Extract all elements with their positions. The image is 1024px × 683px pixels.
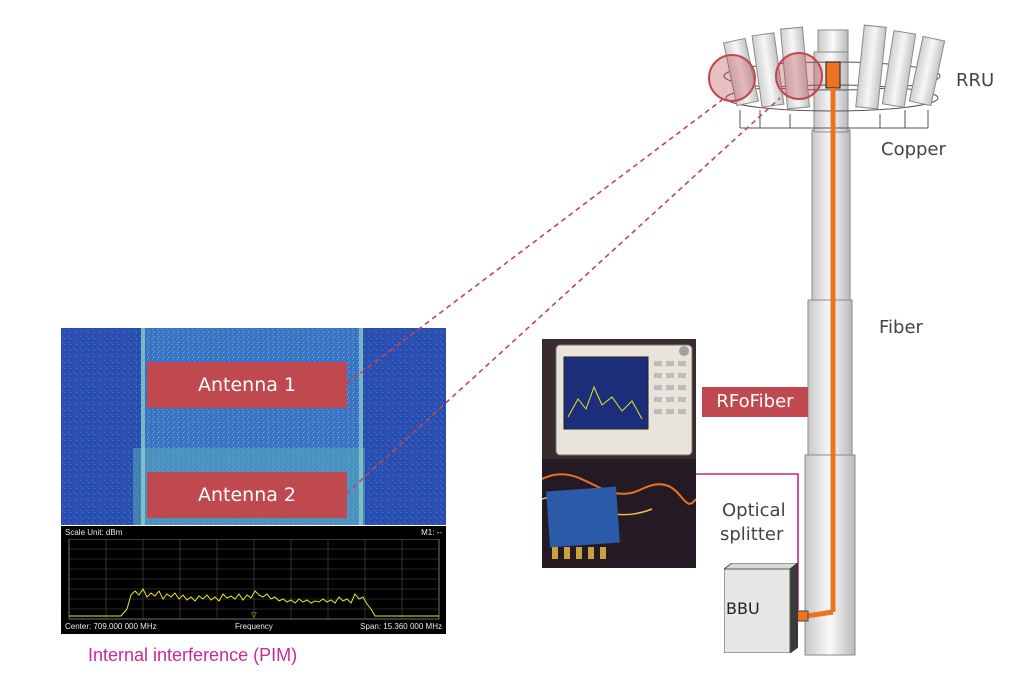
pim-caption: Internal interference (PIM) <box>88 645 298 665</box>
spectrum-trace-panel: Scale Unit: dBm M1: -- ▽ Center: 709.000… <box>61 526 446 634</box>
rru-label: RRU <box>956 70 995 91</box>
antenna-2-label: Antenna 2 <box>147 472 347 518</box>
optical-splitter-label-line2: splitter <box>720 524 784 545</box>
marker-readout: M1: -- <box>421 528 442 537</box>
span-label: Span: 15.360 000 MHz <box>360 622 442 631</box>
rru-unit <box>825 61 841 89</box>
rfofiber-label: RFoFiber <box>702 387 808 417</box>
bbu-unit <box>724 563 798 653</box>
copper-label: Copper <box>881 139 946 160</box>
fiber-label: Fiber <box>879 317 923 338</box>
fiber-cable-to-bbu <box>799 609 834 620</box>
spectrum-trace-line <box>69 588 439 617</box>
antenna-mount-frame <box>723 61 941 129</box>
rfofiber-analyzer-photo <box>542 339 696 568</box>
spectrum-trace-plot: ▽ <box>68 539 440 620</box>
antenna-panels <box>722 24 946 110</box>
pim-highlight-antenna-1 <box>708 54 756 102</box>
bbu-label: BBU <box>726 599 760 618</box>
antenna-1-label: Antenna 1 <box>147 362 347 408</box>
scale-unit-label: Scale Unit: dBm <box>65 528 123 537</box>
tower-pole <box>804 29 856 656</box>
svg-text:▽: ▽ <box>251 611 257 619</box>
pim-highlight-antenna-2 <box>775 52 823 100</box>
optical-splitter-label-line1: Optical <box>722 500 786 521</box>
center-frequency-label: Center: 709.000 000 MHz <box>65 622 157 631</box>
spectrum-analyzer-panel: Antenna 1 Antenna 2 Scale Unit: dBm M1: … <box>61 328 446 635</box>
frequency-axis-label: Frequency <box>235 622 273 631</box>
